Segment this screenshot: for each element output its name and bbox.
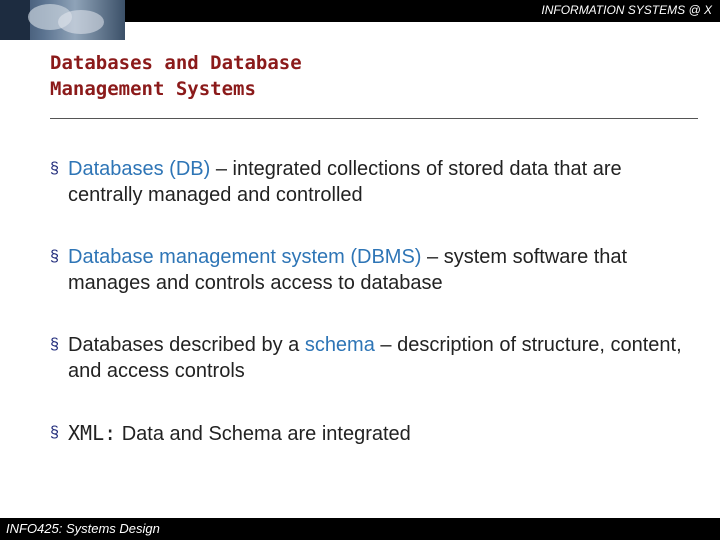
bullet-term: Database management system (DBMS) bbox=[68, 246, 422, 268]
bullet-term: Databases (DB) bbox=[68, 158, 211, 180]
slide-title: Databases and Database Management System… bbox=[50, 50, 302, 102]
bullet-item: § XML: Data and Schema are integrated bbox=[50, 420, 690, 447]
bullet-text: – integrated collections of stored data … bbox=[68, 158, 622, 206]
bullet-item: § Database management system (DBMS) – sy… bbox=[50, 244, 690, 296]
bullet-item: § Databases (DB) – integrated collection… bbox=[50, 156, 690, 208]
bullet-text-prefix: Databases described by a bbox=[68, 334, 305, 356]
footer-bar: INFO425: Systems Design bbox=[0, 518, 720, 540]
header-bar: INFORMATION SYSTEMS @ X bbox=[0, 0, 720, 22]
bullet-text: – description of structure, content, and… bbox=[68, 334, 682, 382]
header-title: INFORMATION SYSTEMS @ X bbox=[541, 3, 712, 17]
square-bullet-icon: § bbox=[50, 160, 59, 177]
bullet-text: Data and Schema are integrated bbox=[116, 423, 411, 445]
bullet-term: schema bbox=[304, 334, 375, 356]
square-bullet-icon: § bbox=[50, 424, 59, 441]
footer-label: INFO425: Systems Design bbox=[6, 521, 160, 536]
bullet-item: § Databases described by a schema – desc… bbox=[50, 332, 690, 384]
header-photo bbox=[0, 0, 125, 40]
square-bullet-icon: § bbox=[50, 248, 59, 265]
bullet-term-mono: XML: bbox=[68, 421, 117, 445]
slide-title-line2: Management Systems bbox=[50, 78, 256, 100]
bullet-text: – system software that manages and contr… bbox=[68, 246, 628, 294]
slide-title-line1: Databases and Database bbox=[50, 52, 302, 74]
square-bullet-icon: § bbox=[50, 336, 59, 353]
title-divider bbox=[50, 118, 698, 119]
header-photo-hand bbox=[58, 10, 104, 34]
header-photo-sleeve bbox=[0, 0, 30, 40]
bullet-list: § Databases (DB) – integrated collection… bbox=[50, 156, 690, 447]
